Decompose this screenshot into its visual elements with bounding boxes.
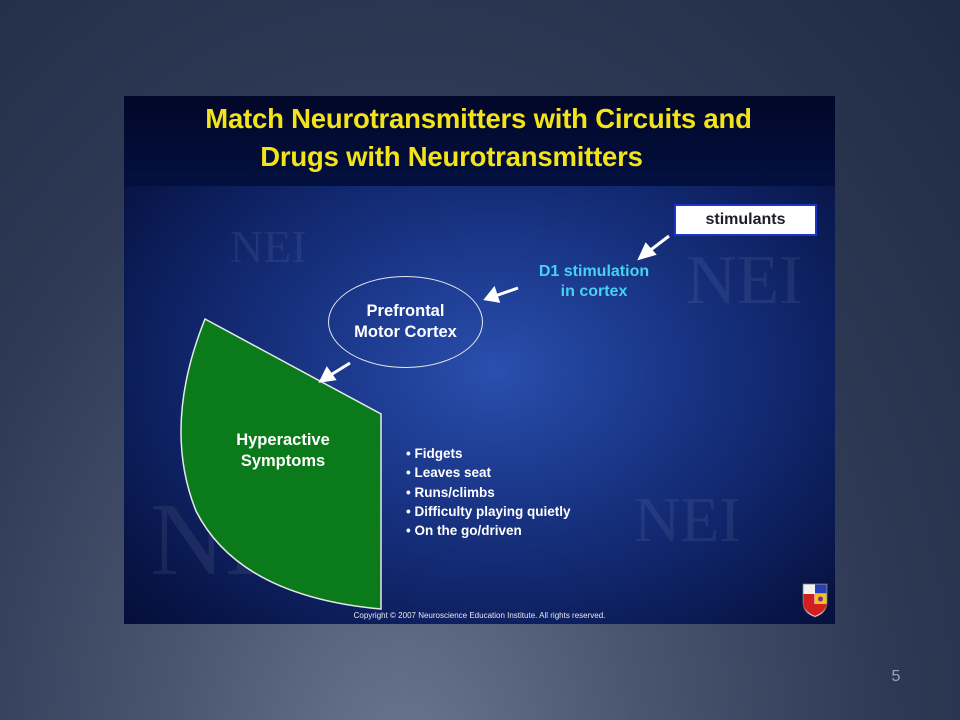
pfc-label-line-1: Prefrontal bbox=[366, 302, 445, 320]
slide-image: Match Neurotransmitters with Circuits an… bbox=[124, 96, 835, 624]
symptom-item: Fidgets bbox=[406, 444, 571, 463]
arrow-stimulants-to-d1 bbox=[642, 230, 650, 236]
title-bar: Match Neurotransmitters with Circuits an… bbox=[124, 96, 835, 186]
d1-stimulation-label: D1 stimulation in cortex bbox=[496, 262, 692, 302]
diagram-graphics bbox=[180, 230, 670, 610]
symptom-item: On the go/driven bbox=[406, 521, 571, 540]
symptom-item: Runs/climbs bbox=[406, 483, 571, 502]
nei-watermark: NEI bbox=[230, 221, 307, 272]
hyperactive-wedge bbox=[180, 317, 382, 610]
page-number: 5 bbox=[891, 668, 901, 685]
prefrontal-motor-cortex-ellipse: Prefrontal Motor Cortex bbox=[328, 276, 483, 368]
stimulants-label: stimulants bbox=[705, 211, 786, 228]
symptom-item: Difficulty playing quietly bbox=[406, 502, 570, 521]
symptom-item: Leaves seat bbox=[406, 463, 571, 482]
stimulants-box: stimulants bbox=[674, 204, 817, 236]
d1-label-line-2: in cortex bbox=[560, 283, 628, 300]
hyperactive-symptoms-label: Hyperactive Symptoms bbox=[208, 430, 358, 472]
slide-title-line-1: Match Neurotransmitters with Circuits an… bbox=[205, 103, 752, 134]
slide-title-line-2: Drugs with Neurotransmitters bbox=[260, 141, 643, 172]
nei-watermark: NEI bbox=[634, 484, 741, 555]
copyright-notice: Copyright © 2007 Neuroscience Education … bbox=[353, 611, 606, 620]
pfc-label-line-2: Motor Cortex bbox=[354, 323, 457, 341]
hyper-label-line-1: Hyperactive bbox=[236, 431, 330, 449]
arrow-d1-to-pfc bbox=[494, 286, 519, 298]
d1-label-line-1: D1 stimulation bbox=[538, 263, 650, 280]
nei-watermark: NEI bbox=[686, 242, 803, 319]
institute-crest-icon bbox=[802, 583, 828, 618]
arrow-pfc-to-wedge bbox=[328, 361, 351, 378]
hyper-label-line-2: Symptoms bbox=[240, 452, 326, 470]
symptom-list: Fidgets Leaves seat Runs/climbs Difficul… bbox=[406, 444, 571, 540]
